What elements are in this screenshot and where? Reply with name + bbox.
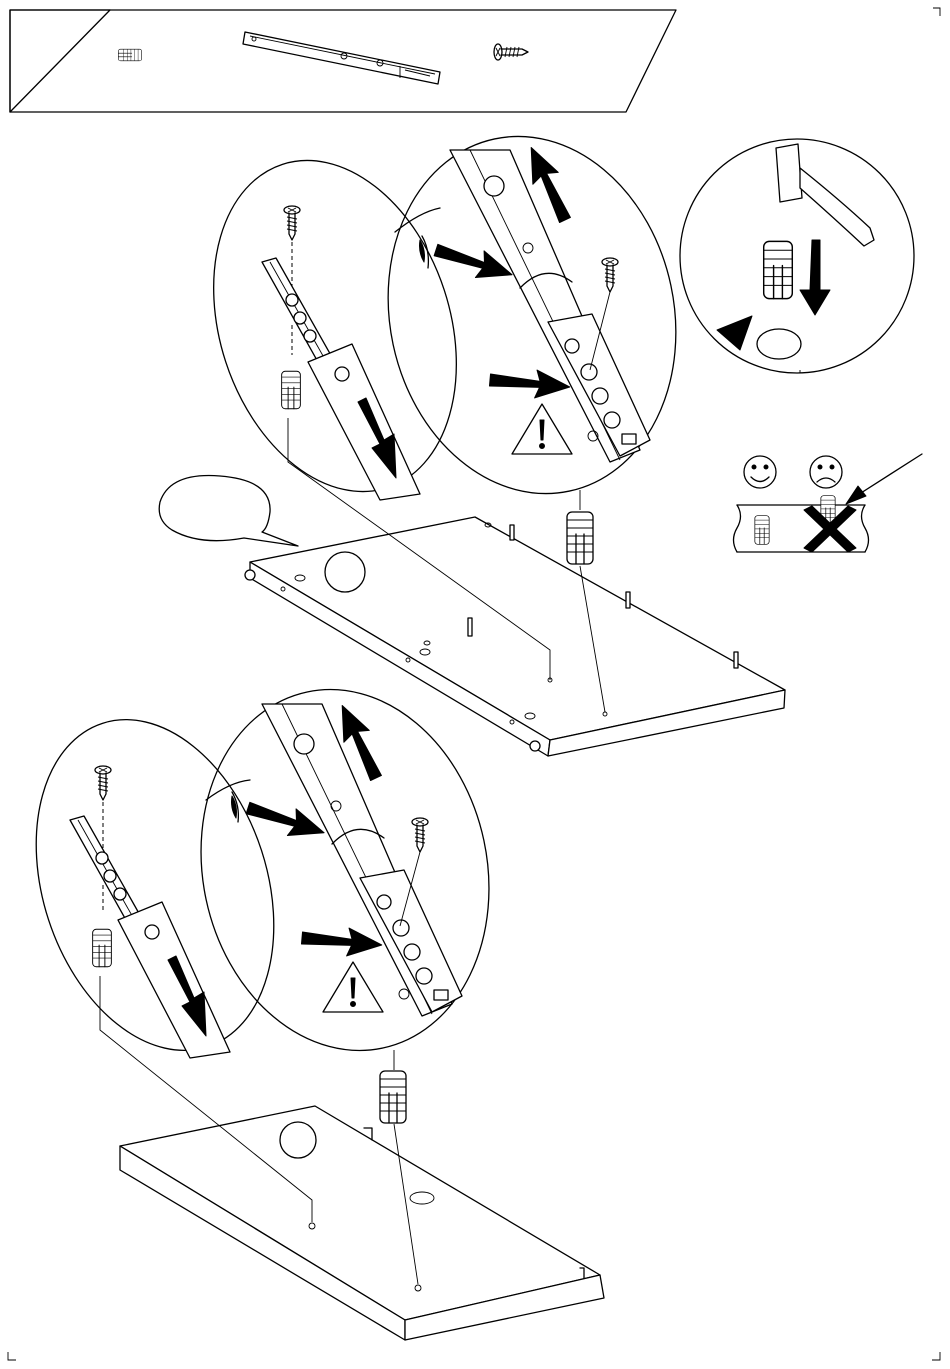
speech-bubble xyxy=(159,476,298,546)
detail-circle-bottom-left xyxy=(0,689,314,1082)
detail-circle-top-left xyxy=(173,129,497,523)
bottom-panel-board xyxy=(120,1071,604,1340)
point-arrow xyxy=(301,924,383,959)
happy-face-icon xyxy=(744,456,776,488)
header-box xyxy=(10,10,676,112)
hammer-detail-circle xyxy=(680,139,914,373)
point-arrow xyxy=(489,366,571,401)
warning-icon xyxy=(512,404,572,454)
sad-face-icon xyxy=(810,456,842,488)
detail-circle-bottom-right xyxy=(168,662,521,1077)
detail-circle-top-right xyxy=(356,109,709,520)
warning-icon xyxy=(323,962,383,1012)
correct-incorrect-inset xyxy=(734,454,923,552)
dowel-part-icon xyxy=(118,49,141,61)
screw-part-icon xyxy=(494,44,528,60)
drawer-runner-part-icon xyxy=(243,32,440,84)
